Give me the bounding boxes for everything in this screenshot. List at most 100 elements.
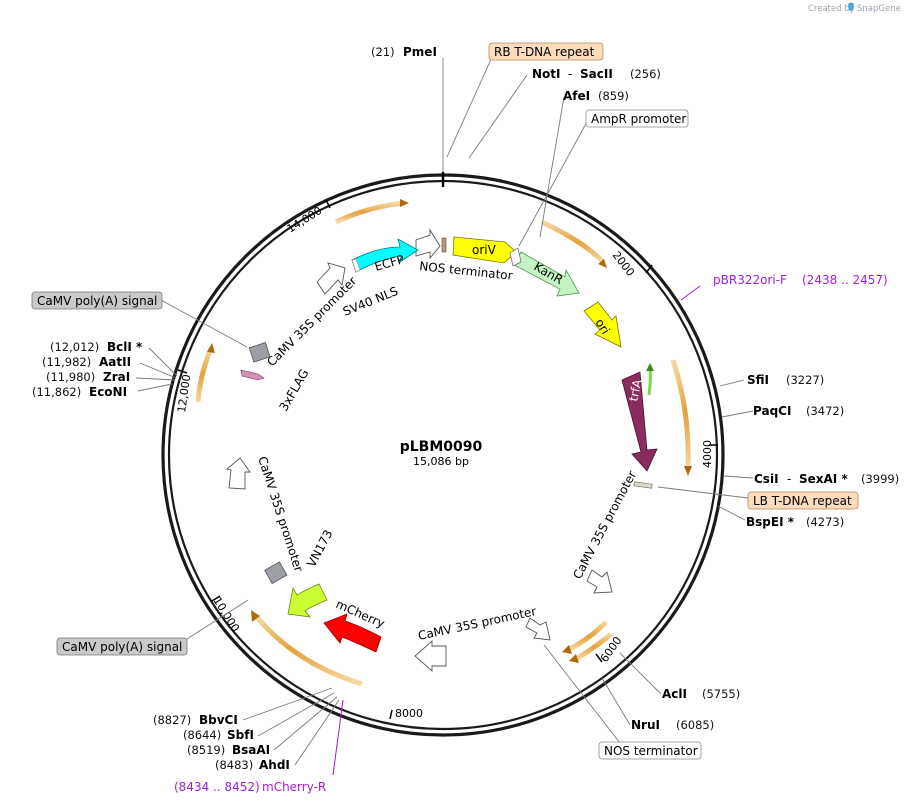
p35s-top-arrow	[316, 262, 346, 295]
ecfp-feature	[351, 238, 419, 273]
enzyme-name-bspei: BspEI *	[746, 515, 795, 529]
snapgene-logo-icon	[848, 2, 854, 11]
ori-feature	[583, 301, 622, 348]
oriV-label: oriV	[472, 243, 497, 257]
plasmid-size: 15,086 bp	[413, 455, 469, 468]
rb-repeat-label: RB T-DNA repeat	[494, 45, 595, 59]
vn173-label: VN173	[304, 527, 335, 569]
enzyme-pos-afei: (859)	[598, 89, 629, 103]
orf-arc-ne	[540, 219, 605, 264]
ecfp-nls-marker	[351, 258, 361, 273]
nos-terminator-arrow-bottom	[525, 617, 551, 641]
enzyme-pos-bcli: (12,012)	[50, 340, 99, 354]
kanR-feature	[513, 251, 580, 297]
polya-top-label: CaMV poly(A) signal	[37, 294, 157, 308]
trfA-label: trfA	[626, 377, 644, 402]
enzyme-name-sbfi: SbfI	[227, 728, 254, 742]
orf-arrowhead-ne	[598, 259, 607, 268]
orf-arrowhead-right	[684, 466, 692, 476]
green-orf-arrowhead	[646, 363, 654, 371]
orf-arrowhead-left	[207, 343, 215, 353]
p35s-left-arrow	[226, 457, 251, 490]
tick-label-2000: 2000	[610, 249, 637, 279]
enzyme-pos-nrui: (6085)	[676, 718, 714, 732]
enzyme-name-bbvci: BbvCI	[199, 713, 238, 727]
snapgene-watermark: Created by SnapGene	[808, 2, 901, 14]
enzyme-name-pmei: PmeI	[403, 45, 437, 59]
enzyme-pos-econi: (11,862)	[32, 385, 81, 399]
nos-terminator-box	[598, 741, 702, 760]
enzyme-pos-bspei: (4273)	[806, 515, 844, 529]
flag-feature	[240, 369, 265, 381]
polyA-top-feature	[248, 342, 271, 363]
primer-name-pbr322: pBR322ori-F	[713, 273, 787, 287]
orf-arc-top	[334, 200, 405, 225]
tick-12000	[177, 369, 188, 374]
enzyme-pos-ahdi: (8483)	[215, 758, 253, 772]
tick-2000	[645, 264, 653, 274]
tick-10000	[211, 595, 221, 602]
enzyme-name-afei: AfeI	[563, 89, 590, 103]
ampr-promoter-box	[585, 109, 689, 128]
tick-8000	[389, 709, 393, 720]
enzyme-name-paqci: PaqCI	[753, 404, 791, 418]
tick-label-4000: 4000	[701, 440, 714, 468]
p35s-bottom-label: CaMV 35S promoter	[417, 604, 538, 643]
enzyme-name-sacii: SacII	[580, 67, 613, 81]
polya-bottom-label: CaMV poly(A) signal	[62, 640, 182, 654]
enzyme-name-sexai: SexAI *	[799, 472, 848, 486]
pbr322-primer-leader	[680, 285, 701, 301]
tick-marks	[177, 172, 718, 720]
enzyme-name-acli: AclI	[662, 687, 687, 701]
enzyme-name-sfii: SfiI	[747, 373, 769, 387]
enzyme-name-nrui: NruI	[631, 718, 660, 732]
primer-pos-mcherry: (8434 .. 8452)	[174, 780, 260, 794]
enzyme-name-bcli: BclI *	[107, 340, 143, 354]
rb-marker	[441, 237, 447, 253]
plasmid-name: pLBM0090	[400, 439, 483, 455]
leader-lines	[135, 56, 754, 776]
p35s-right-arrow	[586, 569, 613, 594]
enzyme-name-aatii: AatII	[99, 355, 131, 369]
p35s-bottom-arrow	[414, 640, 447, 672]
flag-label: 3xFLAG	[276, 367, 311, 414]
oriV-feature	[452, 236, 517, 264]
orf-arc-right	[670, 359, 691, 469]
orf-arcs	[195, 199, 692, 687]
enzyme-pos-acli: (5755)	[702, 687, 740, 701]
polyA-bottom-feature	[264, 561, 288, 584]
orf-arrowhead-top	[400, 199, 409, 207]
polya-bottom-box	[56, 637, 188, 656]
primer-labels: pBR322ori-F (2438 .. 2457) (8434 .. 8452…	[174, 273, 888, 794]
enzyme-pos-aatii: (11,982)	[42, 355, 91, 369]
ampr-promoter-label: AmpR promoter	[591, 112, 686, 126]
enzyme-pos-sfii: (3227)	[786, 373, 824, 387]
green-orf-arc	[647, 366, 652, 396]
enzyme-pos-pmei: (21)	[371, 45, 395, 59]
orf-arc-left	[195, 347, 214, 403]
tick-label-12000: 12,000	[175, 373, 193, 413]
p35s-right-label: CaMV 35S promoter	[570, 468, 639, 581]
enzyme-pos-sbfi: (8644)	[183, 728, 221, 742]
lb-marker	[633, 481, 653, 489]
tick-label-8000: 8000	[395, 707, 423, 720]
orf-arc-se1	[566, 620, 608, 653]
enzyme-pos-csii: (3999)	[861, 472, 899, 486]
nos-terminator-label: NOS terminator	[604, 744, 698, 758]
trfA-feature	[621, 371, 658, 472]
vn173-feature	[287, 583, 328, 618]
small-feature-oriv-kanr	[509, 247, 522, 267]
enzyme-pos-zrai: (11,980)	[46, 370, 95, 384]
polya-top-box	[31, 291, 163, 310]
orf-arc-sw	[254, 614, 363, 687]
watermark-prefix: Created by	[808, 4, 855, 14]
enzyme-name-econi: EcoNI	[89, 385, 127, 399]
tick-14000	[325, 199, 331, 209]
enzyme-pos-bbvci: (8827)	[153, 713, 191, 727]
mcherry-primer-leader	[332, 699, 344, 776]
enzyme-pos-paqci: (3472)	[806, 404, 844, 418]
enzyme-pos-noti: (256)	[630, 67, 661, 81]
p35s-top-label: CaMV 35S promoter	[264, 274, 359, 369]
primer-name-mcherry: mCherry-R	[262, 780, 326, 794]
